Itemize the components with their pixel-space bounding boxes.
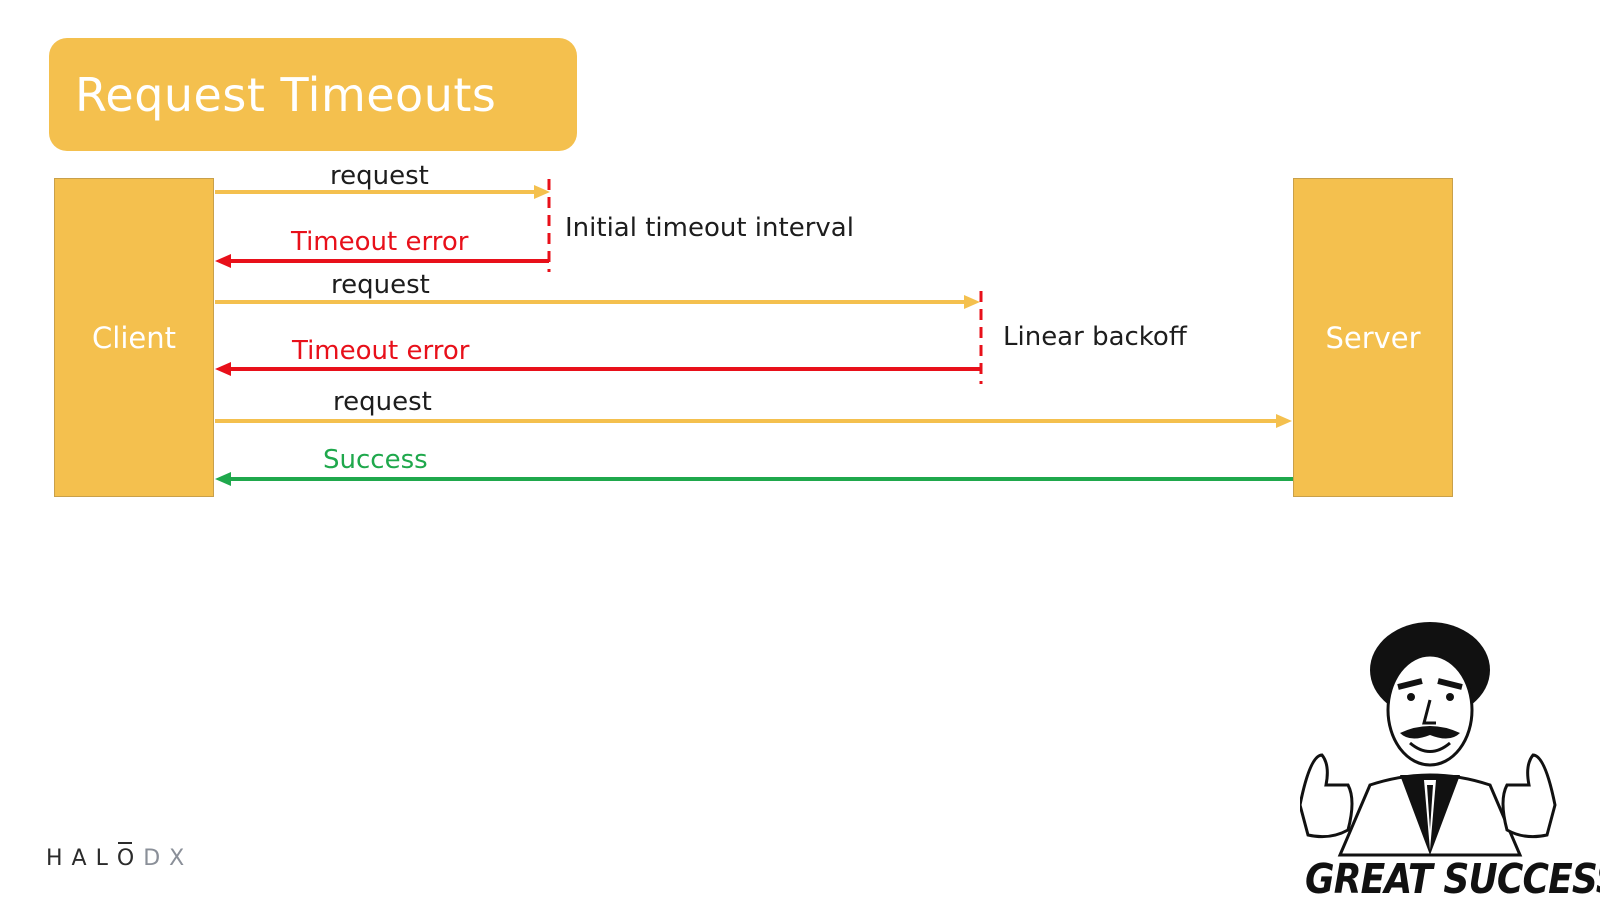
server-label: Server: [1325, 320, 1421, 355]
interval-label-initial: Initial timeout interval: [565, 213, 854, 243]
client-box: Client: [54, 178, 214, 497]
great-success-meme-image: [1300, 622, 1557, 857]
message-label-timeout-2: Timeout error: [292, 336, 470, 366]
logo-main: HALO: [46, 846, 144, 871]
client-label: Client: [92, 320, 176, 355]
message-label-request-1: request: [330, 161, 429, 191]
slide-title: Request Timeouts: [49, 38, 577, 151]
error-arrowhead-1: [215, 254, 231, 268]
halodx-logo: HALODX: [46, 846, 193, 871]
request-arrowhead-1: [534, 185, 550, 199]
success-arrowhead: [215, 472, 231, 486]
server-box: Server: [1293, 178, 1453, 497]
message-label-request-2: request: [331, 270, 430, 300]
request-arrowhead-3: [1276, 414, 1292, 428]
interval-label-backoff: Linear backoff: [1003, 322, 1187, 352]
logo-suffix: DX: [143, 846, 194, 871]
message-label-success: Success: [323, 445, 428, 475]
message-label-request-3: request: [333, 387, 432, 417]
error-arrowhead-2: [215, 362, 231, 376]
meme-caption: GREAT SUCCESS: [1305, 855, 1600, 900]
message-label-timeout-1: Timeout error: [291, 227, 469, 257]
request-arrowhead-2: [964, 295, 980, 309]
